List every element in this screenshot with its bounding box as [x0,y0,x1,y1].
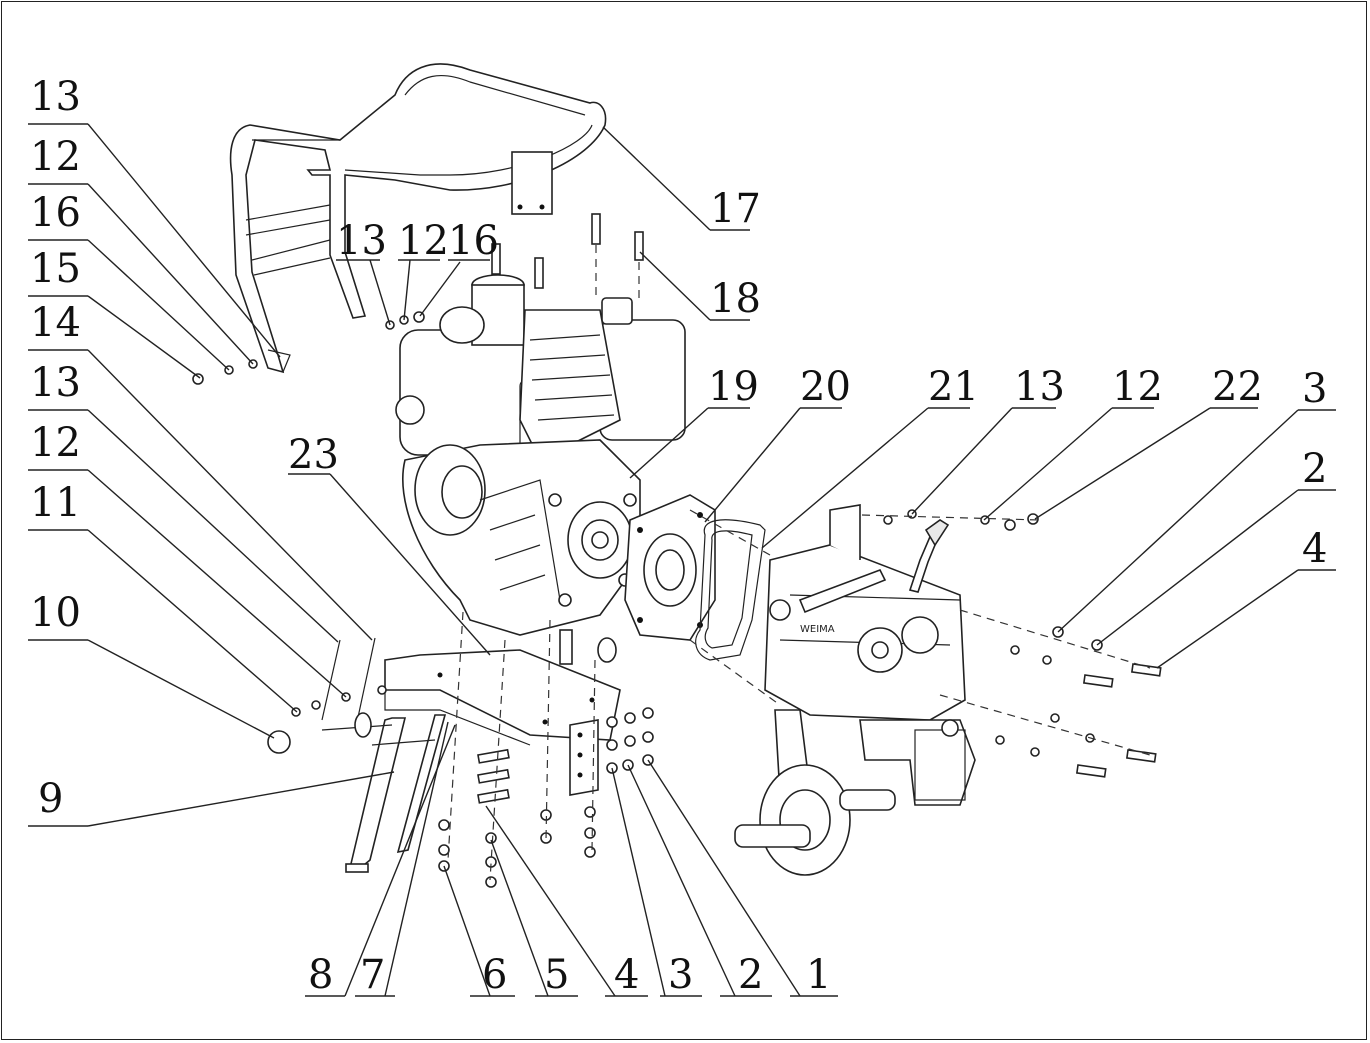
callout-9: 9 [38,776,63,822]
callout-3: 3 [668,952,693,998]
callout-13: 13 [1014,364,1065,410]
roll-bar-mount-plate [511,151,553,215]
callout-16: 16 [448,218,499,264]
callout-6: 6 [482,952,507,998]
callout-12: 12 [30,420,81,466]
callout-20: 20 [800,364,851,410]
callout-16: 16 [30,190,81,236]
engine [395,274,686,636]
callout-18: 18 [710,276,761,322]
housing-gasket [695,519,766,661]
leader-lines [28,123,1336,997]
engine-bolts [491,213,644,300]
nameplate-text: WEIMA [800,624,835,635]
foot-cap [267,730,291,754]
callout-21: 21 [928,364,979,410]
callout-13: 13 [30,74,81,120]
callout-8: 8 [308,952,333,998]
stand [321,714,447,873]
callout-13: 13 [30,360,81,406]
callout-2: 2 [738,952,763,998]
callout-14: 14 [30,300,81,346]
callout-4: 4 [1302,526,1327,572]
callout-5: 5 [544,952,569,998]
callout-10: 10 [30,590,81,636]
callout-1: 1 [806,952,831,998]
gearbox: WEIMA [734,504,976,876]
springs [321,637,376,738]
base-plate [384,629,621,796]
callout-12: 12 [30,134,81,180]
roll-bar-frame [229,63,607,374]
callout-11: 11 [30,480,81,526]
callout-labels: 13 12 16 15 14 13 12 11 10 9 13 12 16 23… [30,74,1327,998]
clutch-housing [624,494,716,641]
callout-12: 12 [398,218,449,264]
callout-4: 4 [614,952,639,998]
assembly-lines [447,509,1151,881]
callout-7: 7 [360,952,385,998]
callout-15: 15 [30,246,81,292]
callout-23: 23 [288,432,339,478]
callout-22: 22 [1212,364,1263,410]
callout-12: 12 [1112,364,1163,410]
callout-17: 17 [710,186,761,232]
callout-3: 3 [1302,366,1327,412]
callout-2: 2 [1302,446,1327,492]
callout-13: 13 [336,218,387,264]
callout-19: 19 [708,364,759,410]
